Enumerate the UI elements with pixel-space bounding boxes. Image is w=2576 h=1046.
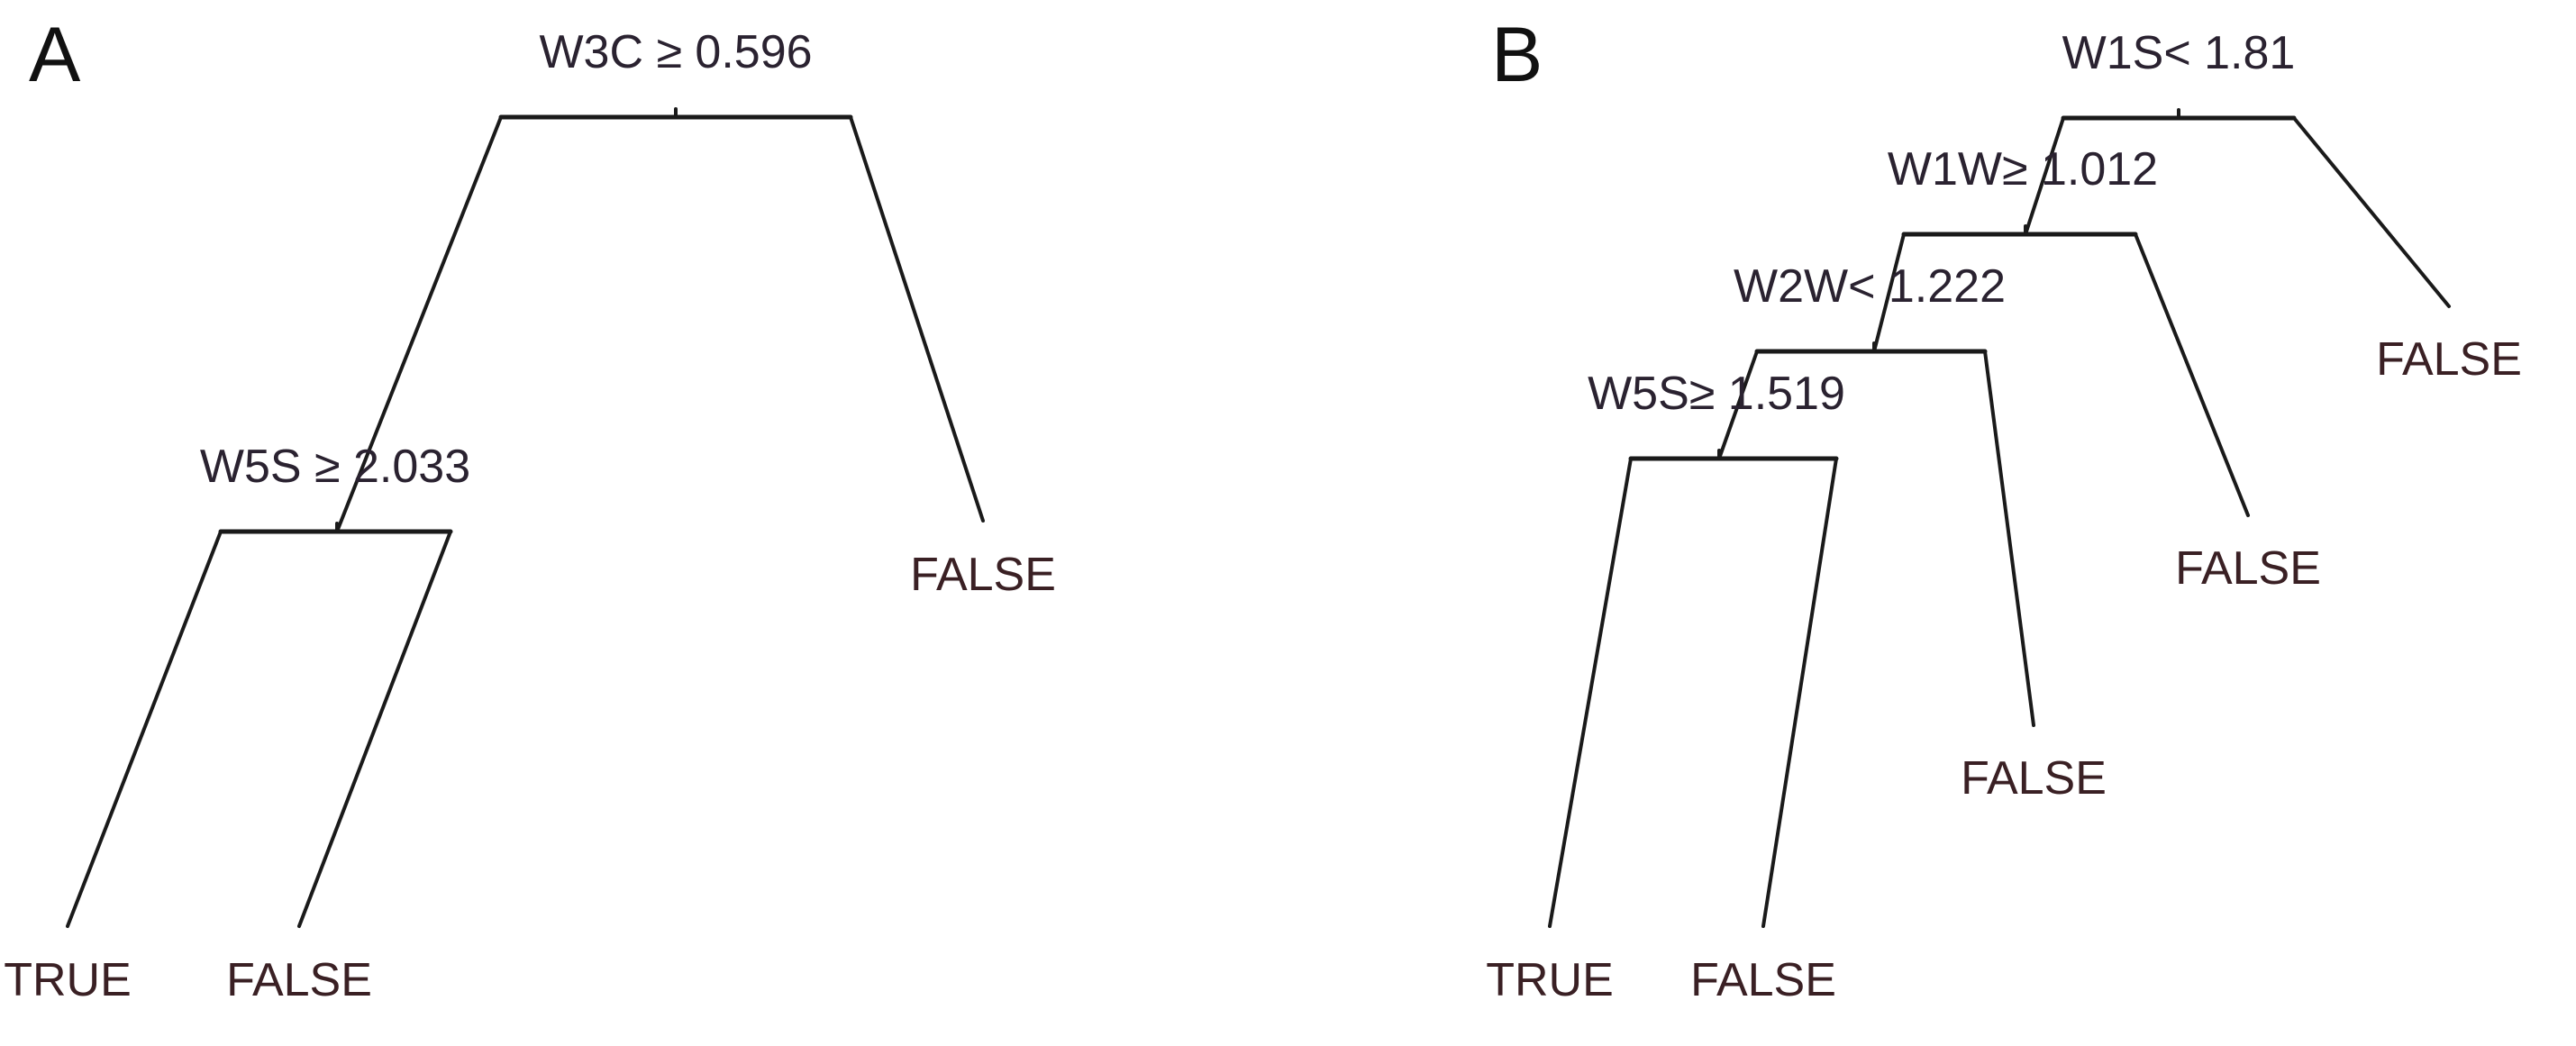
panel-letter-a: A xyxy=(29,12,81,98)
edge-group xyxy=(66,115,2451,928)
edge-b-n3-right xyxy=(1983,350,2035,727)
node-label-b-n2: W1W≥ 1.012 xyxy=(1887,143,2159,196)
edge-a-n2-right xyxy=(297,530,452,928)
edge-a-root-right xyxy=(849,115,985,523)
node-label-b-n3: W2W< 1.222 xyxy=(1733,260,2007,313)
edge-b-root-right xyxy=(2292,116,2451,308)
node-label-a-root: W3C ≥ 0.596 xyxy=(539,26,813,78)
edge-a-n2-left xyxy=(66,530,223,928)
node-label-a-n2: W5S ≥ 2.033 xyxy=(199,441,471,493)
edge-b-n4-right xyxy=(1761,457,1838,928)
leaf-label-b-leaf-false-3: FALSE xyxy=(1961,752,2107,805)
panel-letter-b: B xyxy=(1491,12,1543,98)
leaf-label-b-leaf-false-2: FALSE xyxy=(2175,542,2321,595)
leaf-label-b-leaf-true: TRUE xyxy=(1486,954,1614,1006)
edge-b-n4-left xyxy=(1548,457,1633,928)
leaf-label-b-leaf-false-4: FALSE xyxy=(1690,954,1836,1006)
node-label-b-n4: W5S≥ 1.519 xyxy=(1588,368,1845,420)
node-label-b-root: W1S< 1.81 xyxy=(2062,27,2296,79)
edge-b-n2-right xyxy=(2134,232,2250,517)
leaf-label-a-leaf-false-mid: FALSE xyxy=(226,954,372,1006)
leaf-label-a-leaf-true: TRUE xyxy=(4,954,132,1006)
leaf-label-a-leaf-false-right: FALSE xyxy=(910,549,1056,601)
leaf-label-b-leaf-false-1: FALSE xyxy=(2376,333,2522,386)
